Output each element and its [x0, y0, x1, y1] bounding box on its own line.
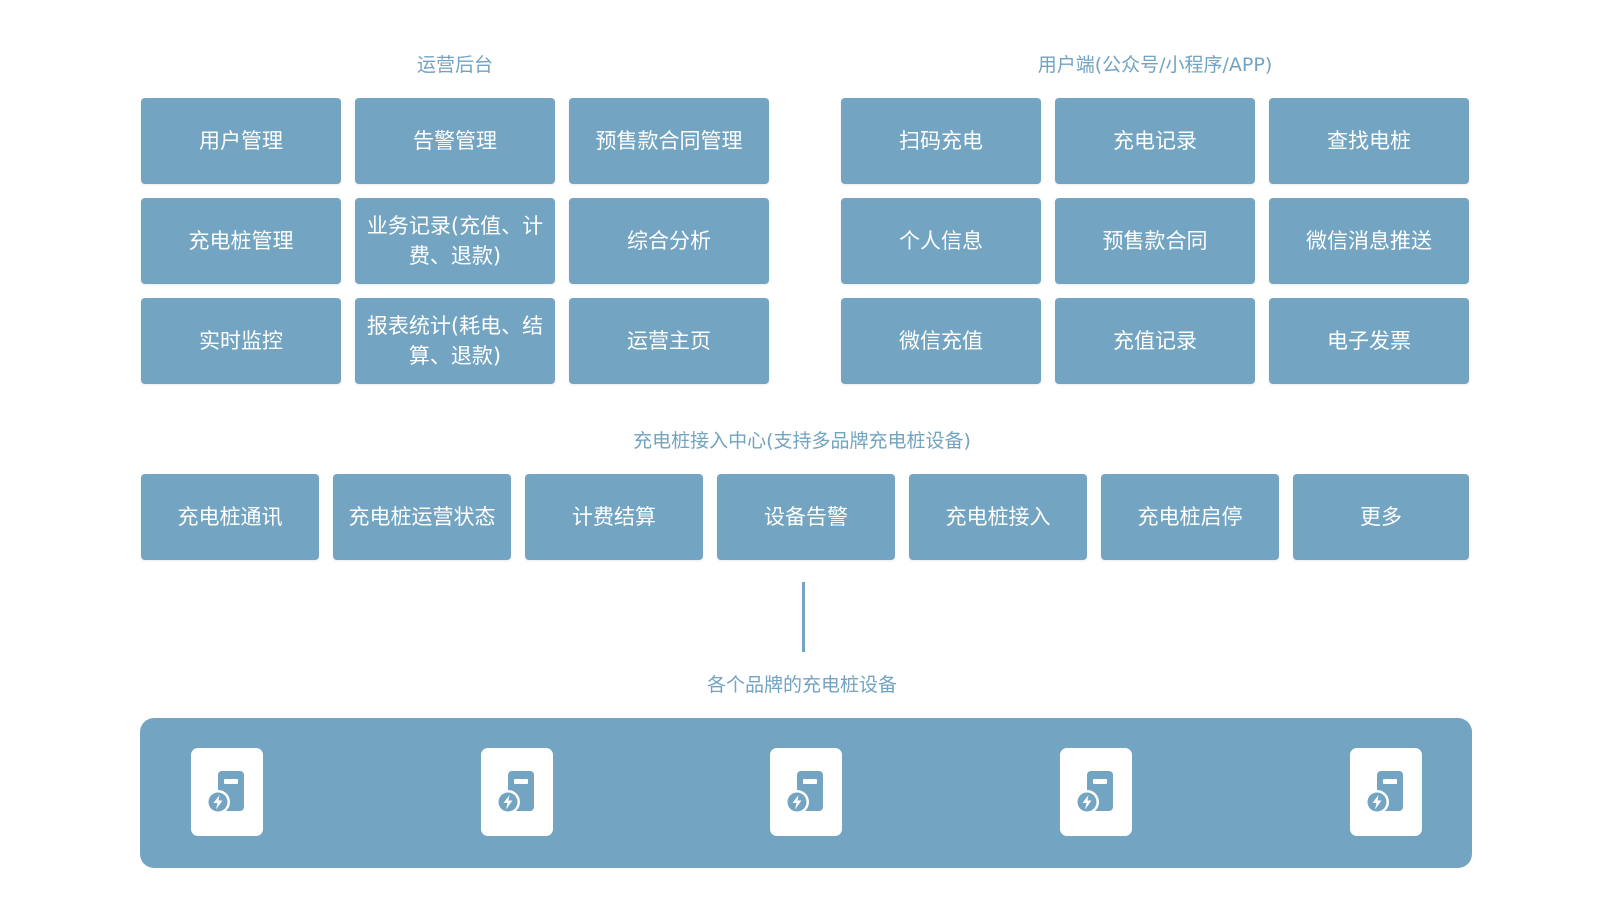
user-item-wechat-recharge: 微信充值	[841, 298, 1041, 384]
ops-item-alarm-management: 告警管理	[355, 98, 555, 184]
charging-pile-icon	[481, 748, 553, 836]
charging-pile-icon	[1060, 748, 1132, 836]
user-item-personal-info: 个人信息	[841, 198, 1041, 284]
charging-pile-icon	[1350, 748, 1422, 836]
ops-item-user-management: 用户管理	[141, 98, 341, 184]
center-item-billing-settlement: 计费结算	[525, 474, 703, 560]
center-item-communication: 充电桩通讯	[141, 474, 319, 560]
devices-panel	[140, 718, 1472, 868]
devices-section-title: 各个品牌的充电桩设备	[706, 674, 897, 696]
user-item-e-invoice: 电子发票	[1269, 298, 1469, 384]
ops-item-pile-management: 充电桩管理	[141, 198, 341, 284]
center-item-start-stop: 充电桩启停	[1101, 474, 1279, 560]
ops-item-realtime-monitoring: 实时监控	[141, 298, 341, 384]
center-item-operation-status: 充电桩运营状态	[333, 474, 511, 560]
center-item-pile-access: 充电桩接入	[909, 474, 1087, 560]
ops-item-presale-contract-management: 预售款合同管理	[569, 98, 769, 184]
ops-item-report-statistics: 报表统计(耗电、结算、退款)	[355, 298, 555, 384]
charging-pile-icon	[191, 748, 263, 836]
user-item-charge-records: 充电记录	[1055, 98, 1255, 184]
ops-item-business-records: 业务记录(充值、计费、退款)	[355, 198, 555, 284]
user-section-title: 用户端(公众号/小程序/APP)	[1037, 54, 1273, 76]
center-section-title: 充电桩接入中心(支持多品牌充电桩设备)	[633, 430, 971, 452]
center-item-more: 更多	[1293, 474, 1469, 560]
user-item-find-pile: 查找电桩	[1269, 98, 1469, 184]
user-item-recharge-records: 充值记录	[1055, 298, 1255, 384]
ops-item-comprehensive-analysis: 综合分析	[569, 198, 769, 284]
user-item-scan-charge: 扫码充电	[841, 98, 1041, 184]
center-item-device-alarm: 设备告警	[717, 474, 895, 560]
user-item-presale-contract: 预售款合同	[1055, 198, 1255, 284]
connector-line	[802, 582, 805, 652]
user-item-wechat-push: 微信消息推送	[1269, 198, 1469, 284]
ops-item-ops-homepage: 运营主页	[569, 298, 769, 384]
ops-section-title: 运营后台	[416, 54, 493, 76]
charging-pile-icon	[770, 748, 842, 836]
